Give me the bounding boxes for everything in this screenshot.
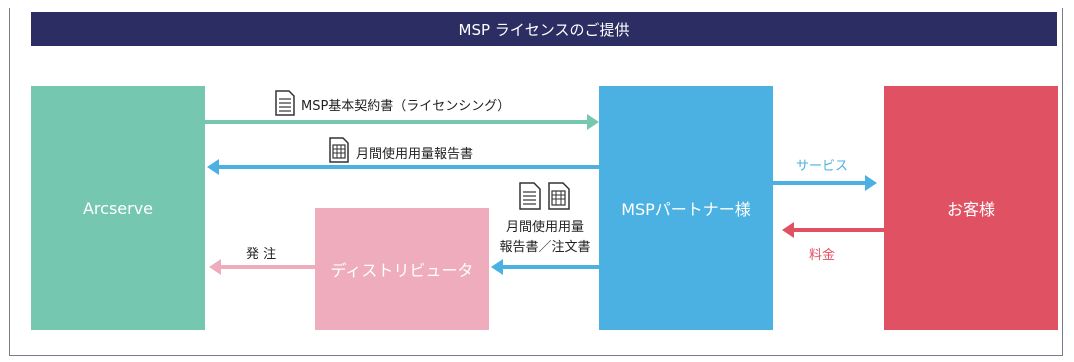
document-icon	[275, 90, 295, 116]
node-customer: お客様	[884, 86, 1058, 330]
node-customer-label: お客様	[946, 200, 995, 219]
diagram-frame	[9, 8, 1063, 356]
edge-service-label: サービス	[796, 159, 849, 174]
node-distributor: ディストリビュータ	[315, 208, 489, 330]
arrow-license-contract	[205, 114, 599, 130]
diagram-title: MSP ライセンスのご提供	[31, 12, 1057, 46]
document-icon	[519, 182, 541, 210]
node-partner: MSPパートナー様	[599, 86, 773, 330]
arrow-service	[773, 175, 877, 191]
node-distributor-label: ディストリビュータ	[330, 261, 474, 280]
node-partner-label: MSPパートナー様	[621, 200, 751, 219]
node-arcserve-label: Arcserve	[82, 198, 154, 218]
arrow-report-order	[491, 259, 599, 275]
edge-license-contract-label: MSP基本契約書（ライセンシング）	[301, 99, 511, 114]
edge-report-order-line1: 月間使用用量	[505, 220, 584, 235]
edge-report-order-line2: 報告書／注文書	[499, 240, 591, 255]
edge-monthly-report-label: 月間使用用量報告書	[356, 147, 474, 162]
spreadsheet-document-icon	[329, 137, 349, 163]
arrow-monthly-report	[207, 159, 599, 175]
edge-order-label: 発 注	[246, 247, 277, 262]
edge-report-order-label: 月間使用用量 報告書／注文書	[492, 218, 598, 258]
spreadsheet-document-icon	[548, 182, 570, 210]
edge-fee-label: 料金	[809, 248, 836, 263]
arrow-fee	[782, 222, 884, 238]
node-arcserve: Arcserve	[31, 86, 205, 330]
arrow-order	[209, 259, 315, 275]
